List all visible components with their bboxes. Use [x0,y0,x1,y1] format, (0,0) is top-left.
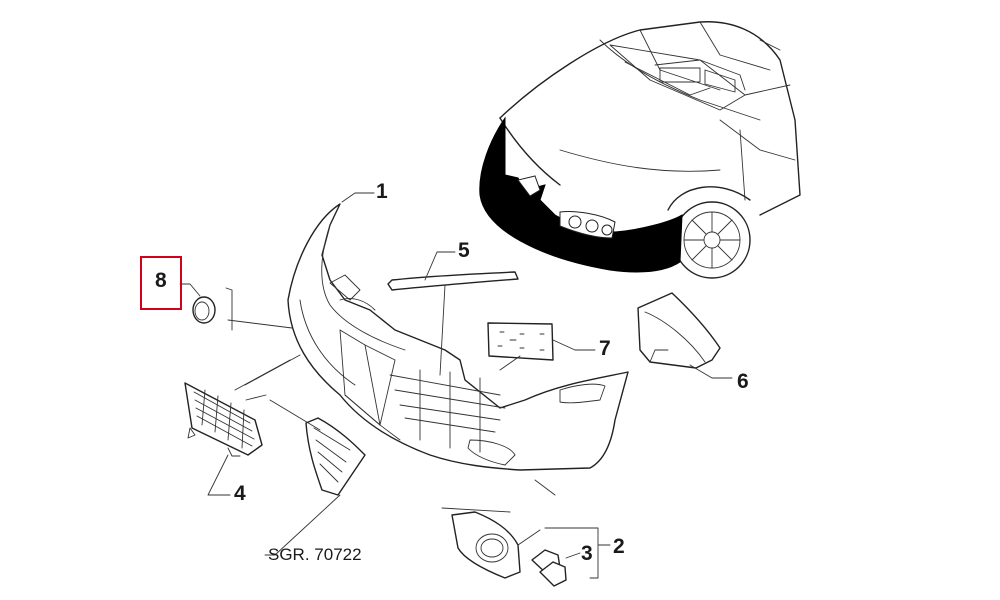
part-7-bracket [487,322,554,361]
part-3-clips [531,549,567,587]
callout-label-5: 5 [458,239,470,262]
part-2-foglamp-cover [451,511,521,579]
callout-8-highlight-box [140,256,182,310]
callout-label-4: 4 [234,482,246,505]
part-5-strip [387,271,519,291]
callout-label-7: 7 [599,337,611,360]
part-4-mesh-grille [184,382,263,457]
callout-label-1: 1 [376,180,388,203]
callout-label-3: 3 [581,542,593,565]
bumper-silhouette [479,116,683,273]
callout-label-2: 2 [613,535,625,558]
reference-code-label: SGR. 70722 [268,545,362,564]
callout-label-6: 6 [737,370,749,393]
grille-insert-part [305,417,366,496]
leader-lines [179,192,733,579]
callout-label-8: 8 [155,269,167,292]
front-bumper-part [287,203,629,471]
car-illustration [479,21,801,279]
part-8-plug [192,296,216,324]
part-6-side-bracket [637,292,721,369]
